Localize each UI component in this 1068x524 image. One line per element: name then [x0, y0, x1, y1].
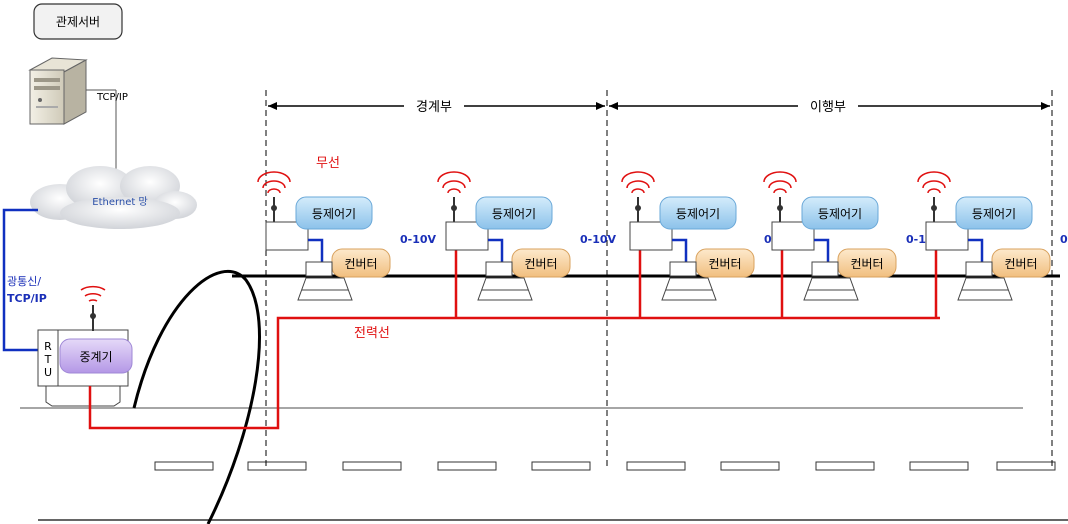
lane-mark [531, 461, 591, 471]
controller-box [955, 196, 1033, 230]
server-label-box: 관제서버 [33, 3, 123, 40]
zone-boundary-label: 경계부 [416, 100, 452, 115]
signal-line [308, 238, 324, 262]
controller-label: 등제어기 [676, 207, 720, 221]
power-line-label: 전력선 [354, 326, 390, 341]
converter-label: 컨버터 [708, 257, 741, 271]
luminaire-icon [661, 261, 717, 301]
signal-line [814, 238, 830, 262]
server-icon [28, 57, 88, 125]
ethernet-cloud-icon [30, 166, 197, 229]
antenna-icon [437, 171, 471, 222]
controller-box [801, 196, 879, 230]
lighting-unit: 등제어기 0-10V 컨버터 [437, 171, 617, 318]
server-protocol-label: TCP/IP [96, 92, 128, 103]
server-label: 관제서버 [56, 15, 100, 29]
lane-mark [815, 461, 875, 471]
rtu-letter-t: T [44, 353, 52, 366]
controller-box [659, 196, 737, 230]
lane-mark [154, 461, 214, 471]
repeater-antenna-icon [80, 285, 106, 331]
controller-label: 등제어기 [492, 207, 536, 221]
luminaire-icon [957, 261, 1013, 301]
tunnel-portal-curve [132, 269, 261, 524]
converter-label: 컨버터 [1004, 257, 1037, 271]
link-label-1: 광통신/ [7, 275, 41, 288]
luminaire-icon [803, 261, 859, 301]
antenna-icon [621, 171, 655, 222]
signal-voltage-label: 0-10V [1060, 233, 1068, 246]
repeater-box [59, 338, 133, 374]
signal-line [968, 238, 984, 262]
lighting-unit: 등제어기 0-10V 컨버터 [917, 171, 1068, 318]
link-label-2: TCP/IP [7, 292, 47, 305]
converter-label: 컨버터 [850, 257, 883, 271]
signal-voltage-label: 0-10V [580, 233, 617, 246]
converter-label: 컨버터 [524, 257, 557, 271]
lane-markings [154, 461, 1056, 471]
repeater-label: 중계기 [79, 350, 112, 364]
controller-box [295, 196, 373, 230]
wireless-label: 무선 [316, 156, 340, 171]
controller-label: 등제어기 [312, 207, 356, 221]
lane-mark [437, 461, 497, 471]
rtu-letter-u: U [44, 366, 52, 379]
antenna-icon [917, 171, 951, 222]
controller-box [475, 196, 553, 230]
signal-line [488, 238, 504, 262]
zone-transition-label: 이행부 [810, 99, 846, 115]
luminaire-icon [477, 261, 533, 301]
controller-housing [925, 221, 969, 251]
antenna-icon [763, 171, 797, 222]
luminaire-icon [297, 261, 353, 301]
converter-label: 컨버터 [344, 257, 377, 271]
lighting-unit: 등제어기 0-10V 컨버터 [257, 171, 437, 301]
power-line [88, 316, 940, 430]
lane-mark [909, 461, 969, 471]
signal-line [672, 238, 688, 262]
controller-label: 등제어기 [818, 207, 862, 221]
cloud-label: Ethernet 망 [92, 196, 147, 208]
lane-mark [342, 461, 402, 471]
lane-mark [626, 461, 686, 471]
optical-link-line [2, 208, 38, 352]
lane-mark [996, 461, 1056, 471]
controller-housing [629, 221, 673, 251]
lane-mark [720, 461, 780, 471]
rtu-letter-r: R [44, 340, 52, 353]
controller-label: 등제어기 [972, 207, 1016, 221]
signal-voltage-label: 0-10V [400, 233, 437, 246]
lane-mark [247, 461, 307, 471]
antenna-icon [257, 171, 291, 222]
lighting-units: 등제어기 0-10V 컨버터 등제어기 0-10V 컨버터 등제어기 0-10V 컨버터 등제어기… [257, 171, 1068, 318]
